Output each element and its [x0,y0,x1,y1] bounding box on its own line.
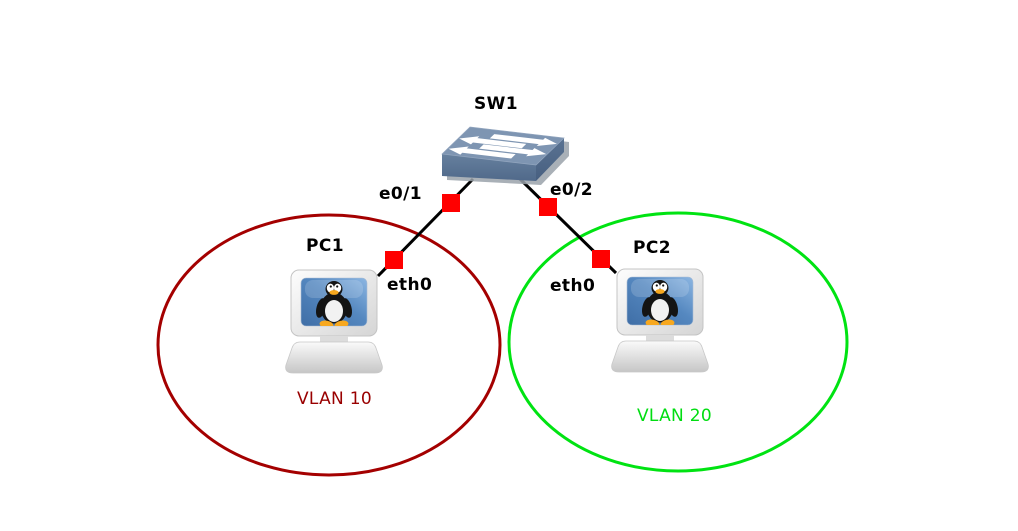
port-label-eth0-pc2[interactable]: eth0 [550,276,596,296]
link-status-square-e01 [442,194,460,212]
node-label-sw1[interactable]: SW1 [474,94,519,114]
switch-right-face [536,138,564,181]
switch-arrows-icon [448,134,557,159]
port-label-e0-1[interactable]: e0/1 [379,184,422,204]
link-status-square-eth0-pc2 [592,250,610,268]
link-status-square-e02 [539,198,557,216]
vlan20-ellipse[interactable] [507,211,849,473]
vlan20-annotation-label[interactable]: VLAN 20 [637,406,712,426]
pc2-icon[interactable] [612,269,709,372]
switch-front-face [442,154,536,181]
vlan10-ellipse[interactable] [156,213,502,477]
node-label-pc2[interactable]: PC2 [633,238,671,258]
pc1-icon[interactable] [286,270,383,373]
node-label-pc1[interactable]: PC1 [306,236,344,256]
switch-icon[interactable] [441,126,569,185]
port-label-e0-2[interactable]: e0/2 [550,180,593,200]
port-label-eth0-pc1[interactable]: eth0 [387,275,433,295]
vlan10-annotation-label[interactable]: VLAN 10 [297,389,372,409]
link-status-square-eth0-pc1 [385,251,403,269]
